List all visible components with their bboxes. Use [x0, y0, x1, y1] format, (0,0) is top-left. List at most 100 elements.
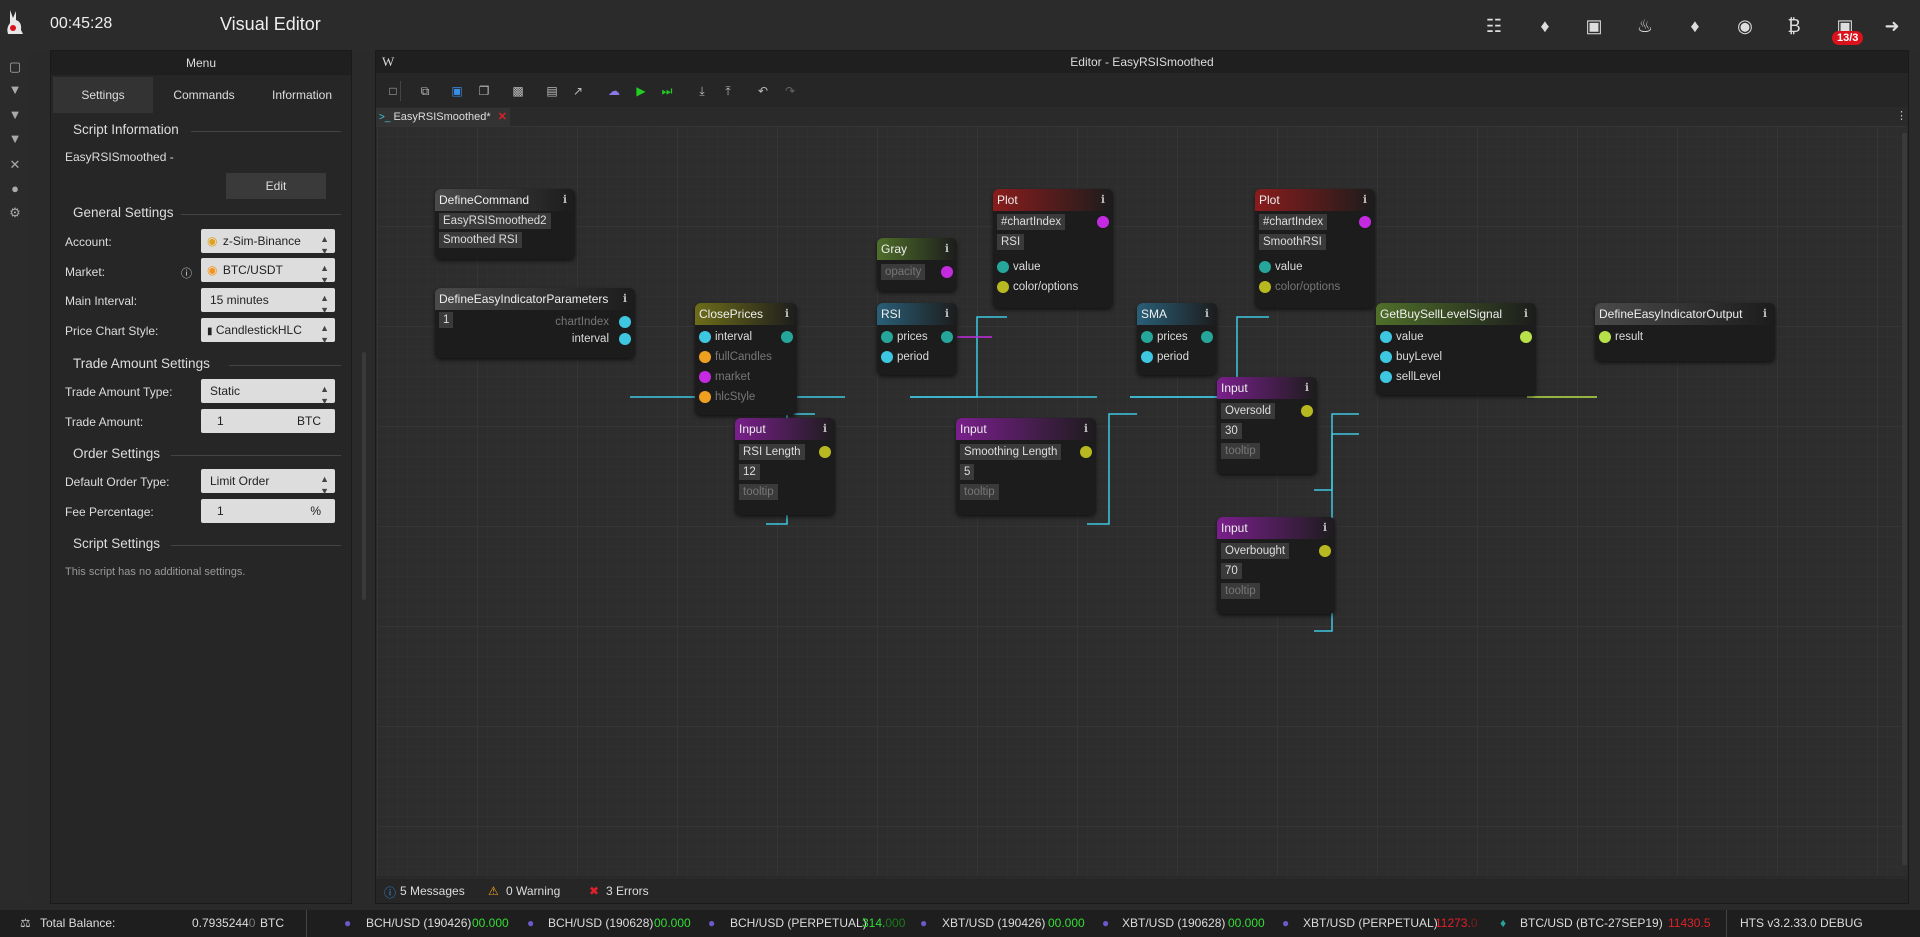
tab-settings[interactable]: Settings	[53, 77, 153, 113]
node-value[interactable]: tooltip	[1221, 583, 1260, 599]
redo-icon[interactable]: ↷	[784, 84, 796, 98]
node-value[interactable]: tooltip	[960, 484, 999, 500]
info-icon[interactable]: ℹ	[1322, 522, 1327, 534]
input-port[interactable]	[1599, 331, 1611, 343]
input-port[interactable]	[881, 331, 893, 343]
output-port[interactable]	[1201, 331, 1213, 343]
coins-icon[interactable]: ◉	[1737, 16, 1753, 36]
output-port[interactable]	[941, 331, 953, 343]
input-port[interactable]	[1380, 371, 1392, 383]
ticker-name[interactable]: XBT/USD (PERPETUAL)	[1303, 916, 1438, 930]
output-port[interactable]	[619, 333, 631, 345]
chart-icon[interactable]: ↗	[572, 84, 584, 98]
output-port[interactable]	[619, 316, 631, 328]
info-icon[interactable]: ℹ	[1204, 308, 1209, 320]
ticket-icon[interactable]: ♦	[1540, 16, 1550, 36]
tab-commands[interactable]: Commands	[173, 88, 235, 102]
errors-count[interactable]: 3 Errors	[606, 884, 649, 898]
output-port[interactable]	[1301, 405, 1313, 417]
tools-icon[interactable]: ✕	[9, 157, 21, 172]
tab-information[interactable]: Information	[271, 88, 333, 102]
output-port[interactable]	[1319, 545, 1331, 557]
info-icon[interactable]: ℹ	[1523, 308, 1528, 320]
info-icon[interactable]: ℹ	[1362, 194, 1367, 206]
info-icon[interactable]: ℹ	[1304, 382, 1309, 394]
output-port[interactable]	[941, 266, 953, 278]
node-input-smoothing-length[interactable]: Input ℹ Smoothing Length 5 tooltip	[956, 418, 1096, 515]
info-icon[interactable]: ℹ	[944, 243, 949, 255]
open-folder-icon[interactable]: □	[389, 84, 397, 98]
node-definecommand[interactable]: DefineCommand ℹ EasyRSISmoothed2 Smoothe…	[435, 189, 575, 259]
node-rsi[interactable]: RSI ℹ prices period	[877, 303, 957, 375]
more-options-icon[interactable]: ⋮	[1896, 110, 1907, 122]
input-port[interactable]	[997, 281, 1009, 293]
account-select[interactable]: ◉ z-Sim-Binance ▲▼	[201, 229, 335, 256]
node-value[interactable]: RSI Length	[739, 444, 805, 460]
ticker-name[interactable]: BCH/USD (190628)	[548, 916, 654, 930]
run-icon[interactable]: ▶	[636, 84, 646, 98]
ticker-name[interactable]: XBT/USD (190426)	[942, 916, 1046, 930]
cogs-icon[interactable]: ⚙	[9, 205, 21, 220]
input-port[interactable]	[1141, 351, 1153, 363]
save-icon[interactable]: ▣	[451, 84, 463, 98]
node-plot-rsi[interactable]: Plot ℹ #chartIndex RSI value color/optio…	[993, 189, 1113, 308]
input-port[interactable]	[699, 371, 711, 383]
node-value[interactable]: RSI	[997, 234, 1025, 250]
ticker-name[interactable]: BCH/USD (190426)	[366, 916, 472, 930]
info-icon[interactable]: ℹ	[784, 308, 789, 320]
output-port[interactable]	[1080, 446, 1092, 458]
input-port[interactable]	[699, 391, 711, 403]
node-value[interactable]: #chartIndex	[1259, 214, 1328, 230]
logout-icon[interactable]: ➜	[1884, 16, 1900, 36]
panel-resize-handle[interactable]	[362, 352, 366, 600]
node-canvas[interactable]: DefineCommand ℹ EasyRSISmoothed2 Smoothe…	[377, 126, 1907, 876]
node-define-parameters[interactable]: DefineEasyIndicatorParameters ℹ 1 chartI…	[435, 288, 635, 358]
file-tab[interactable]: >_ EasyRSISmoothed* ✕	[376, 108, 510, 126]
node-plot-smoothrsi[interactable]: Plot ℹ #chartIndex SmoothRSI value color…	[1255, 189, 1375, 308]
input-port[interactable]	[699, 331, 711, 343]
node-value[interactable]: 70	[1221, 563, 1242, 579]
node-getbuysell[interactable]: GetBuySellLevelSignal ℹ value buyLevel s…	[1376, 303, 1536, 395]
node-value[interactable]: 1	[439, 312, 454, 328]
input-port[interactable]	[1141, 331, 1153, 343]
node-gray[interactable]: Gray ℹ opacity	[877, 238, 957, 291]
canvas-scrollbar[interactable]	[1902, 133, 1907, 865]
trade-amount-type-select[interactable]: Static ▲▼	[201, 379, 335, 406]
document-icon[interactable]: ▤	[546, 84, 558, 98]
node-value[interactable]: SmoothRSI	[1259, 234, 1326, 250]
input-port[interactable]	[699, 351, 711, 363]
trash-icon[interactable]: ▩	[512, 84, 524, 98]
info-icon[interactable]: ℹ	[1762, 308, 1767, 320]
user-icon[interactable]: ●	[11, 181, 19, 196]
rabbit-logo-icon[interactable]	[4, 8, 26, 38]
upload-icon[interactable]: ⤒	[725, 84, 731, 98]
output-port[interactable]	[781, 331, 793, 343]
info-icon[interactable]: ℹ	[1083, 423, 1088, 435]
copy-icon[interactable]: ❐	[478, 84, 490, 98]
node-input-overbought[interactable]: Input ℹ Overbought 70 tooltip	[1217, 517, 1335, 614]
order-type-select[interactable]: Limit Order ▲▼	[201, 469, 335, 496]
warnings-count[interactable]: 0 Warning	[506, 884, 561, 898]
info-icon[interactable]: ℹ	[622, 293, 627, 305]
trade-amount-input[interactable]: 1 BTC	[201, 409, 335, 433]
input-port[interactable]	[1259, 261, 1271, 273]
close-tab-icon[interactable]: ✕	[497, 111, 507, 123]
market-select[interactable]: ◉ BTC/USDT ▲▼	[201, 258, 335, 285]
node-value[interactable]: #chartIndex	[997, 214, 1066, 230]
map-icon[interactable]: ☷	[1485, 16, 1503, 36]
plugin-icon[interactable]: ▼	[8, 107, 22, 122]
node-value[interactable]: tooltip	[739, 484, 778, 500]
info-icon[interactable]: ℹ	[1100, 194, 1105, 206]
plugin-icon[interactable]: ▼	[8, 82, 22, 97]
info-icon[interactable]: ℹ	[944, 308, 949, 320]
interval-select[interactable]: 15 minutes ▲▼	[201, 288, 335, 315]
input-port[interactable]	[1380, 351, 1392, 363]
bell-icon[interactable]: ♨	[1636, 16, 1654, 36]
node-value[interactable]: 12	[739, 464, 760, 480]
output-port[interactable]	[1520, 331, 1532, 343]
frame-icon[interactable]: ▣	[1585, 16, 1603, 36]
undo-icon[interactable]: ↶	[757, 84, 769, 98]
node-input-rsi-length[interactable]: Input ℹ RSI Length 12 tooltip	[735, 418, 835, 515]
info-icon[interactable]: ℹ	[562, 194, 567, 206]
node-value[interactable]: Overbought	[1221, 543, 1290, 559]
